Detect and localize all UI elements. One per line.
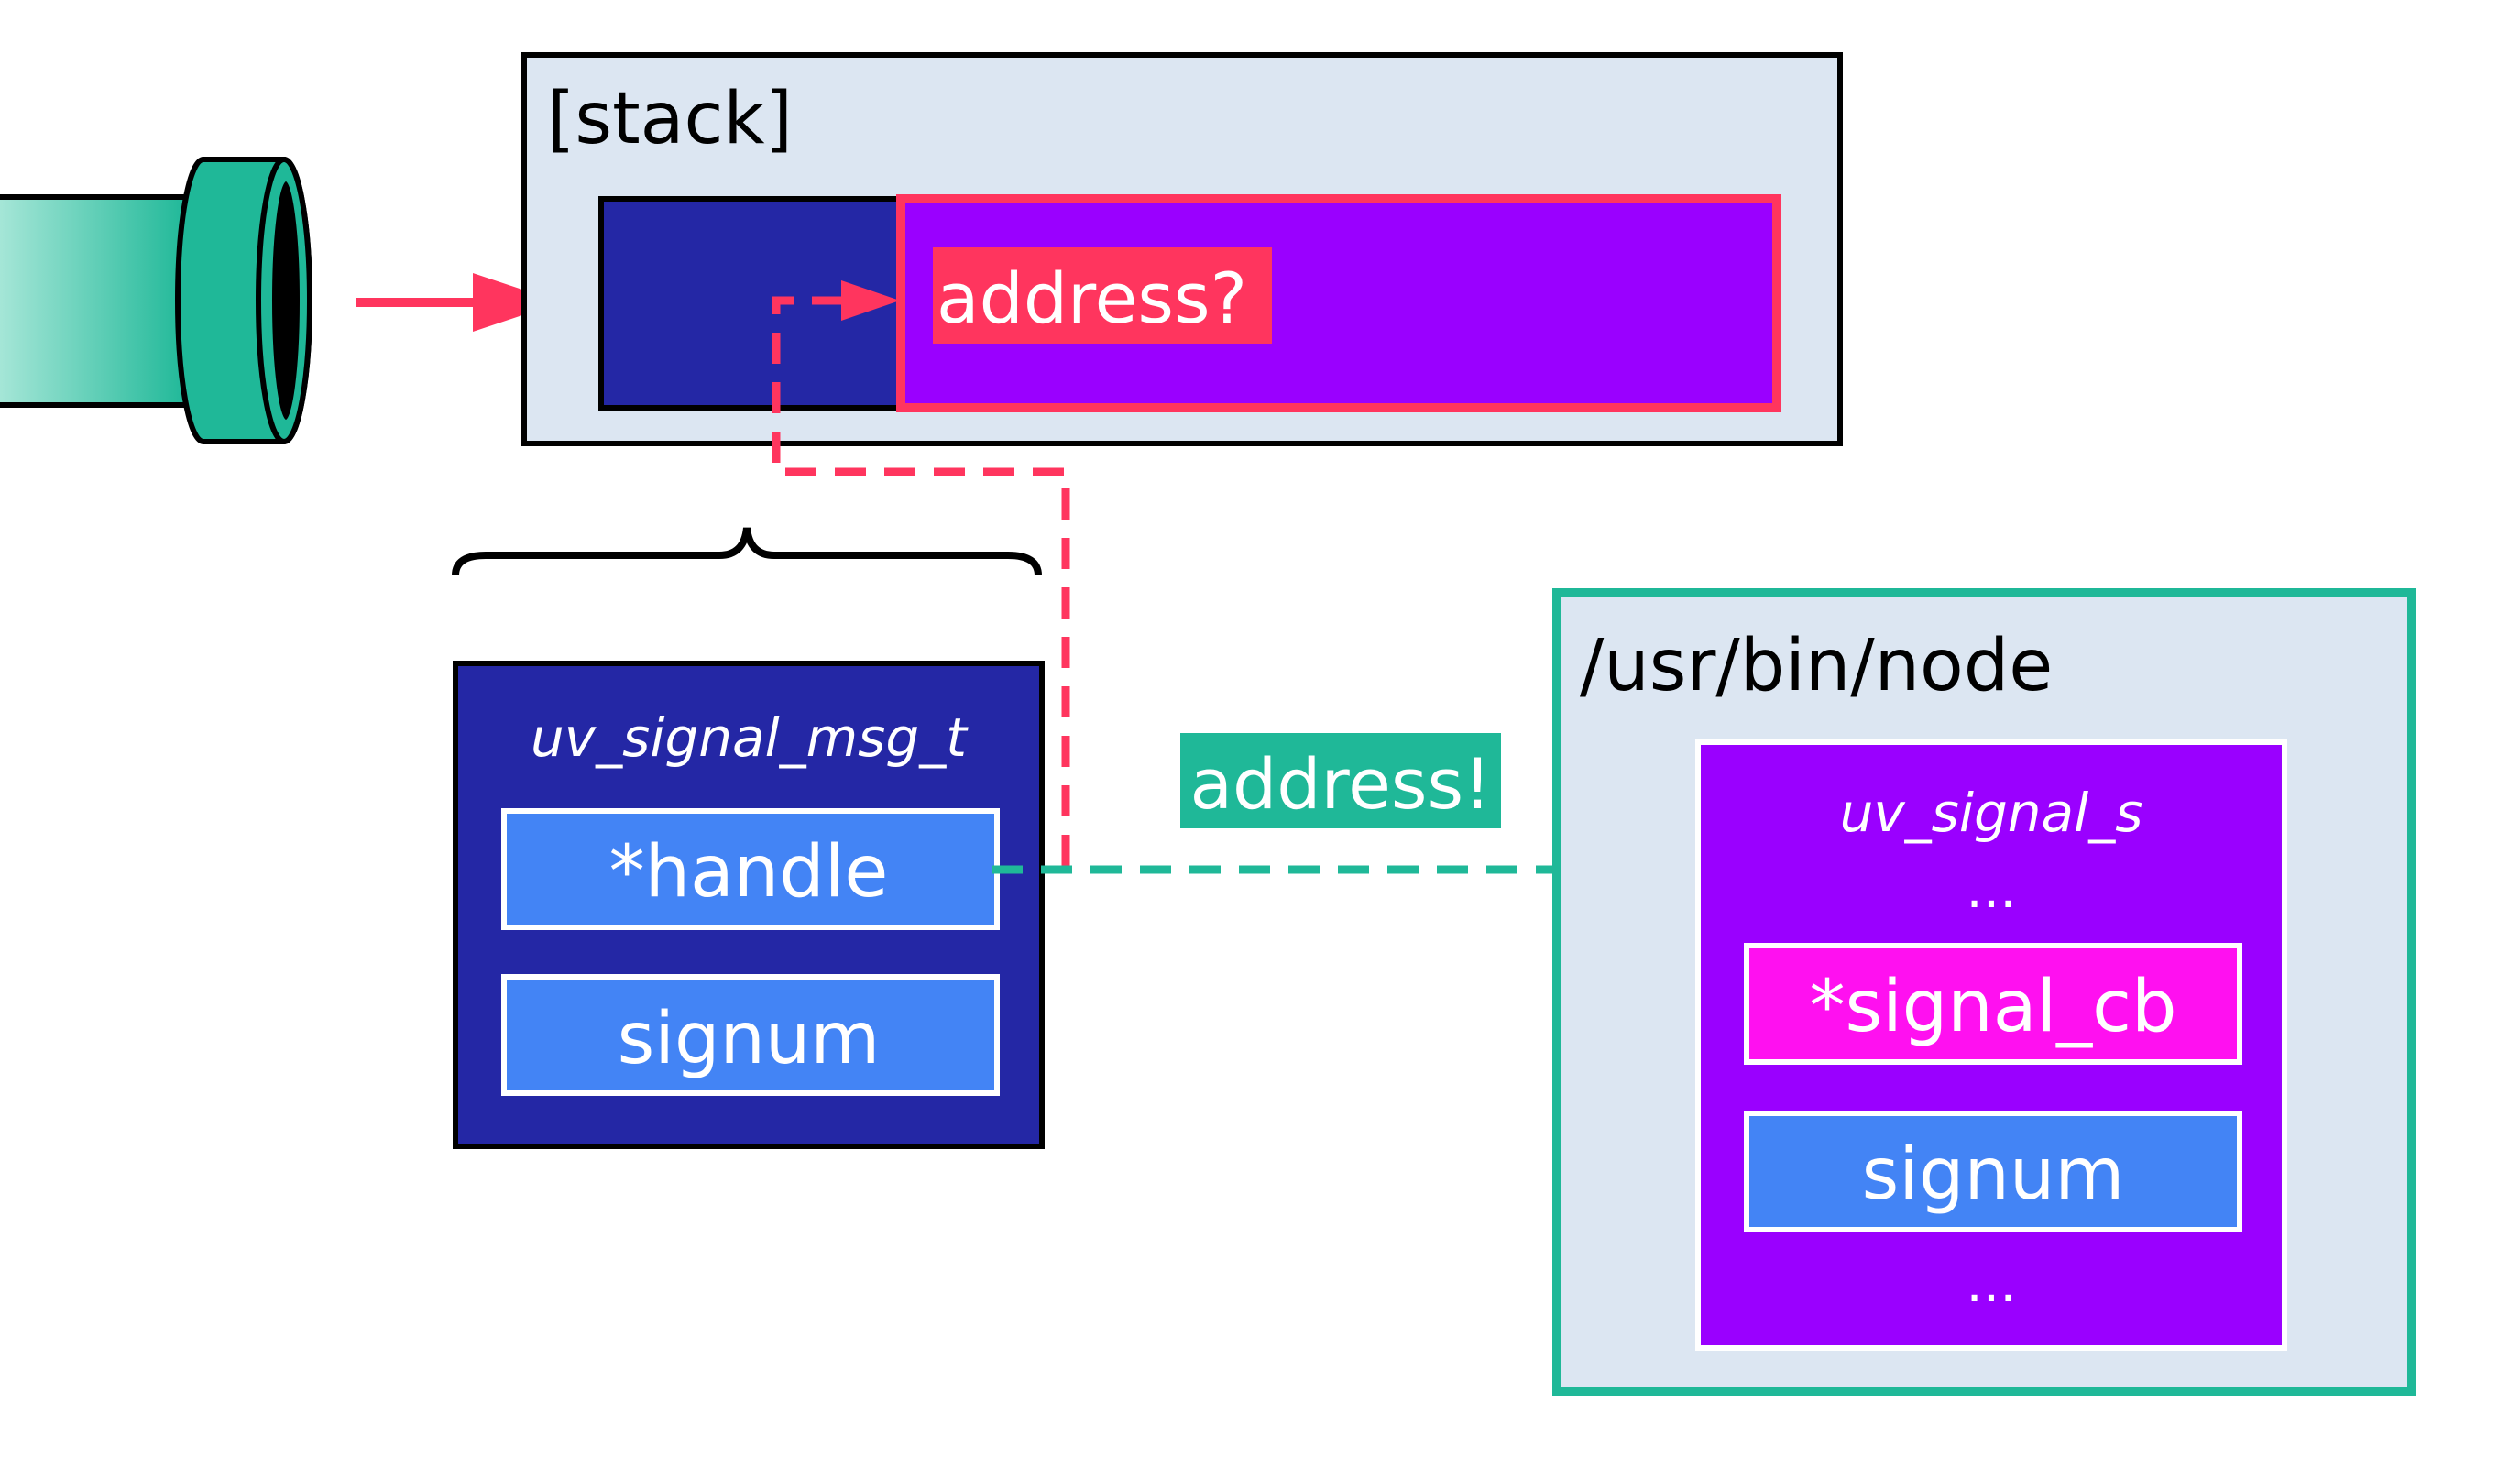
signum-field-label: signum (618, 998, 881, 1080)
node-signum-field (1744, 1111, 2242, 1232)
node-binary-label: /usr/bin/node (1580, 625, 2053, 707)
node-signum-field-label: signum (1862, 1133, 2125, 1216)
signal-cb-field-label: *signal_cb (1809, 966, 2176, 1048)
node-binary-frame: /usr/bin/node uv_signal_s ... *signal_cb… (1552, 588, 2416, 1396)
uv-signal-msg-struct: uv_signal_msg_t *handle signum (453, 661, 1045, 1149)
input-arrow (356, 273, 561, 332)
msg-struct-type: uv_signal_msg_t (531, 706, 969, 769)
pipe-icon (0, 157, 312, 444)
signal-struct-type: uv_signal_s (1840, 782, 2143, 844)
stack-label: [stack] (547, 78, 793, 160)
address-found-badge: address! (1180, 733, 1501, 828)
ellipsis-top: ... (1966, 858, 2016, 920)
handle-field (501, 808, 1000, 930)
stack-frame: [stack] address? (521, 52, 1843, 446)
handle-field-label: *handle (609, 831, 889, 914)
address-found-label: address! (1189, 743, 1491, 825)
signal-cb-field (1744, 943, 2242, 1065)
curly-brace (452, 527, 1042, 576)
signum-field (501, 974, 1000, 1096)
ellipsis-bottom: ... (1966, 1252, 2016, 1314)
address-unknown-label: address? (937, 257, 1247, 339)
red-dashed-pointer (772, 280, 1070, 866)
